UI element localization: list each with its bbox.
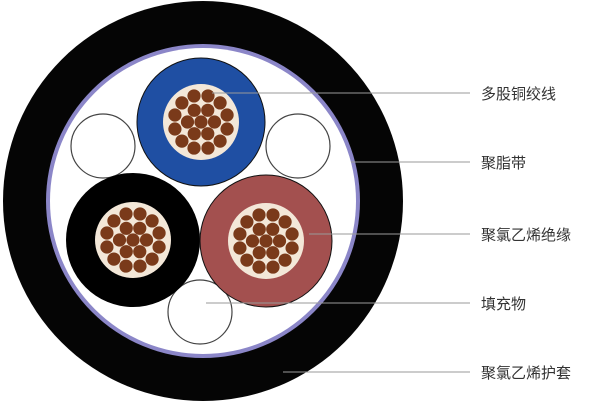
copper-strand [233,227,247,241]
copper-strand [187,89,201,103]
copper-strand [252,246,266,260]
copper-strand [240,253,254,267]
copper-strand [278,215,292,229]
copper-strand [220,122,234,136]
copper-strand [133,259,147,273]
copper-strand [187,141,201,155]
copper-strand [252,260,266,274]
copper-strand [201,127,215,141]
copper-strand [119,259,133,273]
copper-strand [145,214,159,228]
copper-strand [278,253,292,267]
copper-strand [266,222,280,236]
copper-strand [213,134,227,148]
copper-strand [187,127,201,141]
copper-strand [259,234,273,248]
copper-strand [252,208,266,222]
copper-strand [139,233,154,247]
copper-strand [272,234,287,248]
copper-strand [266,260,280,274]
copper-strand [133,207,147,221]
label-filler: 填充物 [481,295,526,313]
copper-strand [145,252,159,266]
copper-strand [187,103,201,117]
filler-rod-bottom [167,279,233,345]
copper-strand [119,207,133,221]
copper-strand [100,240,114,254]
core-black-conductor [95,202,171,278]
copper-strand [100,226,114,240]
copper-strand [233,241,247,255]
copper-strand [107,252,121,266]
label-tape: 聚脂带 [481,154,526,172]
filler-rod-left [70,113,136,179]
copper-strand [152,226,166,240]
copper-strand [133,245,147,259]
copper-strand [119,245,133,259]
label-conductor: 多股铜绞线 [481,85,556,103]
copper-strand [240,215,254,229]
copper-strand [285,241,299,255]
copper-strand [152,240,166,254]
copper-strand [252,222,266,236]
copper-strand [119,221,133,235]
copper-strand [168,122,182,136]
copper-strand [207,115,222,129]
copper-strand [194,115,208,129]
copper-strand [285,227,299,241]
copper-strand [112,233,127,247]
core-blue-conductor [163,84,239,160]
copper-strand [107,214,121,228]
copper-strand [126,233,140,247]
filler-rod-right [265,113,331,179]
copper-strand [266,208,280,222]
copper-strand [133,221,147,235]
copper-strand [266,246,280,260]
label-insulation: 聚氯乙烯绝缘 [481,226,571,244]
copper-strand [220,108,234,122]
copper-strand [168,108,182,122]
copper-strand [213,96,227,110]
label-sheath: 聚氯乙烯护套 [481,364,571,382]
copper-strand [180,115,195,129]
copper-strand [175,96,189,110]
copper-strand [201,141,215,155]
copper-strand [201,89,215,103]
copper-strand [175,134,189,148]
core-red-conductor [228,203,304,279]
copper-strand [201,103,215,117]
copper-strand [245,234,260,248]
